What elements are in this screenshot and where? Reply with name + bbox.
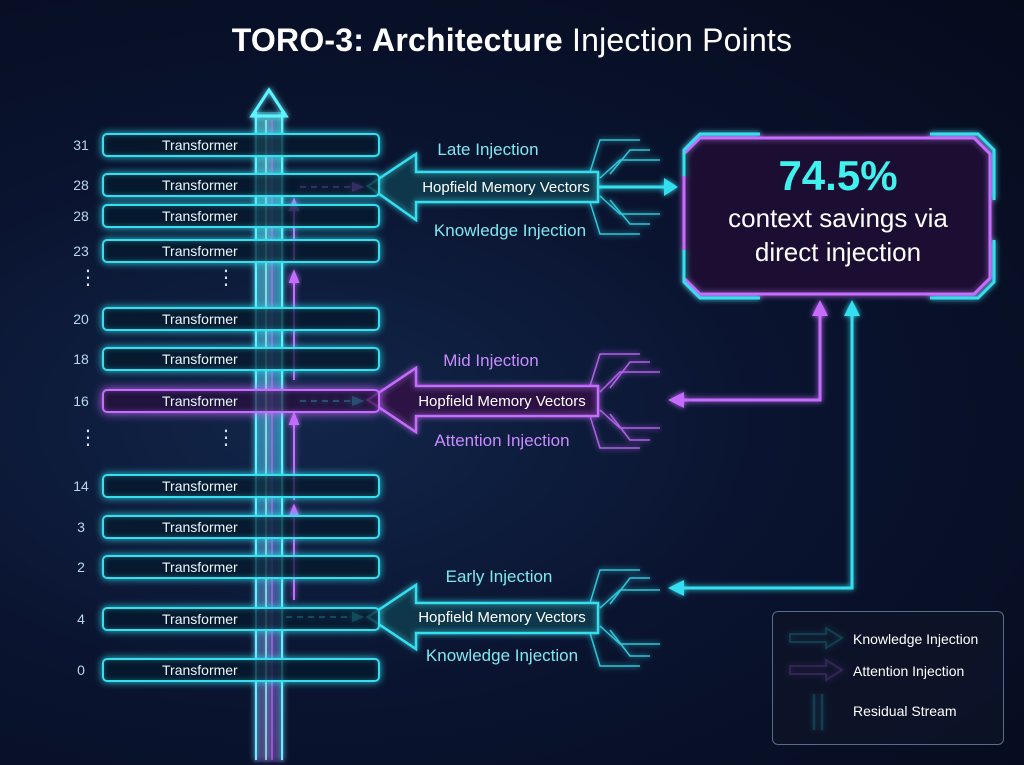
transformer-layer: Transformer	[102, 474, 380, 498]
transformer-layer: Transformer	[102, 133, 380, 157]
early-arrow-text: Hopfield Memory Vectors	[418, 609, 586, 626]
late-arrow-text: Hopfield Memory Vectors	[422, 179, 590, 196]
early-injection-arrow	[286, 569, 660, 667]
stat-box: 74.5% context savings via direct injecti…	[684, 136, 992, 294]
layer-number: 4	[77, 611, 85, 627]
title-bold: TORO-3: Architecture	[231, 22, 563, 58]
stat-line-1: context savings via	[728, 203, 948, 233]
layer-number: 23	[73, 243, 89, 259]
transformer-layer: Transformer	[102, 307, 380, 331]
legend-residual: Residual Stream	[853, 703, 957, 719]
ellipsis-icon: ⋮	[78, 427, 98, 449]
transformer-layer: Transformer	[102, 555, 380, 579]
title-rest: Injection Points	[562, 22, 793, 58]
transformer-layer: Transformer	[102, 607, 380, 631]
layer-number: 14	[73, 478, 89, 494]
transformer-layer: Transformer	[102, 658, 380, 682]
stat-box-frame	[682, 132, 996, 300]
layer-number: 31	[73, 137, 89, 153]
stat-connectors	[668, 300, 860, 596]
layer-number: 18	[73, 351, 89, 367]
transformer-layer: Transformer	[102, 204, 380, 228]
layer-number: 2	[77, 559, 85, 575]
legend: Knowledge Injection Attention Injection …	[772, 611, 1004, 745]
late-knowledge-label: Knowledge Injection	[433, 221, 587, 240]
layer-number: 20	[73, 311, 89, 327]
ellipsis-icon: ⋮	[78, 267, 98, 289]
mid-arrow-text: Hopfield Memory Vectors	[418, 393, 586, 410]
ellipsis-icon: ⋮	[216, 427, 236, 449]
diagram-title: TORO-3: Architecture Injection Points	[0, 22, 1024, 59]
transformer-layer: Transformer	[102, 347, 380, 371]
layer-number: 28	[73, 177, 89, 193]
transformer-layer: Transformer	[102, 515, 380, 539]
legend-knowledge: Knowledge Injection	[853, 631, 979, 647]
late-injection-label: Late Injection	[437, 140, 539, 159]
layer-number: 28	[73, 208, 89, 224]
early-knowledge-label: Knowledge Injection	[425, 646, 579, 665]
early-injection-label: Early Injection	[445, 567, 553, 586]
stat-line-2: direct injection	[754, 237, 922, 267]
ellipsis-icon: ⋮	[216, 267, 236, 289]
mid-injection-label: Mid Injection	[443, 351, 539, 370]
transformer-layer: Transformer	[102, 173, 380, 197]
layer-number: 0	[77, 662, 85, 678]
transformer-layer: Transformer	[102, 239, 380, 263]
transformer-layer: Transformer	[102, 389, 380, 413]
stat-value: 74.5%	[778, 152, 898, 199]
layer-number: 3	[77, 519, 85, 535]
legend-attention: Attention Injection	[853, 663, 965, 679]
mid-attention-label: Attention Injection	[434, 431, 570, 450]
layer-number: 16	[73, 393, 89, 409]
